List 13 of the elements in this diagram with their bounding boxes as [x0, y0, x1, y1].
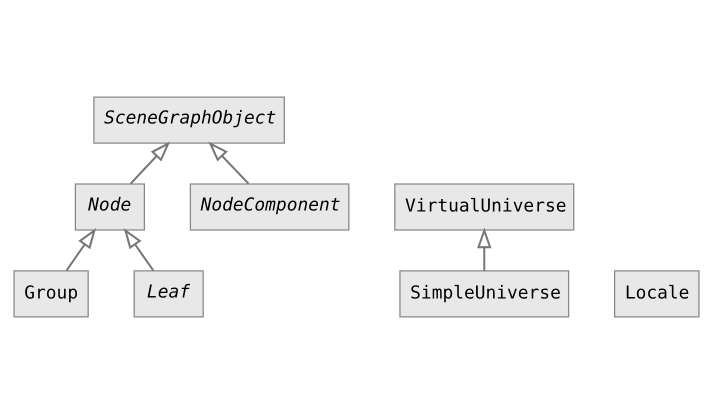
- node-box: Leaf: [134, 270, 204, 318]
- node-box: VirtualUniverse: [394, 183, 574, 231]
- arrow: [477, 227, 492, 270]
- arrow: [66, 228, 96, 272]
- node-box: Locale: [614, 270, 700, 318]
- arrow: [124, 228, 154, 272]
- node-box: SceneGraphObject: [93, 96, 285, 144]
- node-box: NodeComponent: [190, 183, 350, 231]
- arrow: [130, 141, 170, 184]
- arrow: [208, 141, 250, 184]
- node-box: Group: [13, 270, 89, 318]
- node-box: SimpleUniverse: [399, 270, 570, 318]
- node-box: Node: [74, 183, 146, 231]
